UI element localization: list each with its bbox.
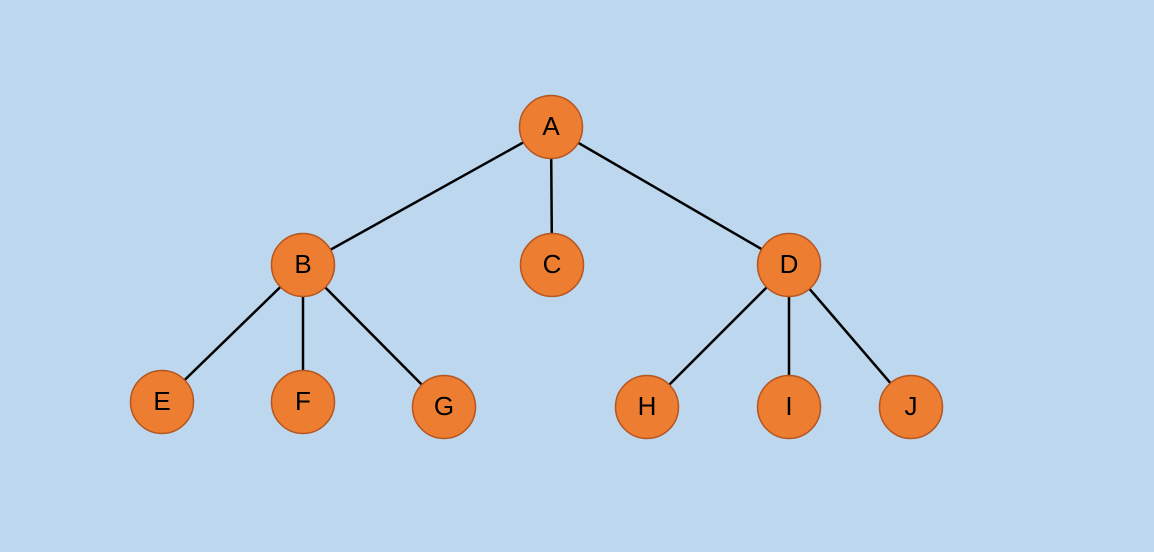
- edge-a-b: [302, 125, 552, 267]
- node-label: H: [638, 391, 657, 421]
- node-circle: [878, 374, 944, 440]
- node-circle: [756, 232, 822, 298]
- node-g: G: [411, 374, 477, 440]
- node-label: C: [543, 249, 562, 279]
- node-label: D: [780, 249, 799, 279]
- node-circle: [270, 369, 336, 435]
- edge-b-g: [302, 264, 445, 408]
- node-i: I: [756, 374, 822, 440]
- node-circle: [614, 374, 680, 440]
- node-circle: [519, 232, 585, 298]
- edge-d-h: [646, 264, 790, 408]
- node-circle: [411, 374, 477, 440]
- node-b: B: [270, 232, 336, 298]
- node-circle: [129, 369, 195, 435]
- nodes-layer: A B C D E F G H I J: [129, 94, 944, 440]
- node-a: A: [518, 94, 584, 160]
- node-circle: [518, 94, 584, 160]
- node-e: E: [129, 369, 195, 435]
- node-d: D: [756, 232, 822, 298]
- node-label: G: [434, 391, 454, 421]
- node-h: H: [614, 374, 680, 440]
- edges-layer: [161, 125, 912, 408]
- node-label: I: [785, 391, 792, 421]
- node-f: F: [270, 369, 336, 435]
- edge-b-e: [161, 264, 304, 403]
- node-label: B: [294, 249, 311, 279]
- edge-a-d: [550, 125, 790, 267]
- node-circle: [756, 374, 822, 440]
- node-circle: [270, 232, 336, 298]
- node-label: J: [905, 391, 918, 421]
- node-label: E: [153, 386, 170, 416]
- node-label: F: [295, 386, 311, 416]
- node-c: C: [519, 232, 585, 298]
- node-label: A: [542, 111, 560, 141]
- node-j: J: [878, 374, 944, 440]
